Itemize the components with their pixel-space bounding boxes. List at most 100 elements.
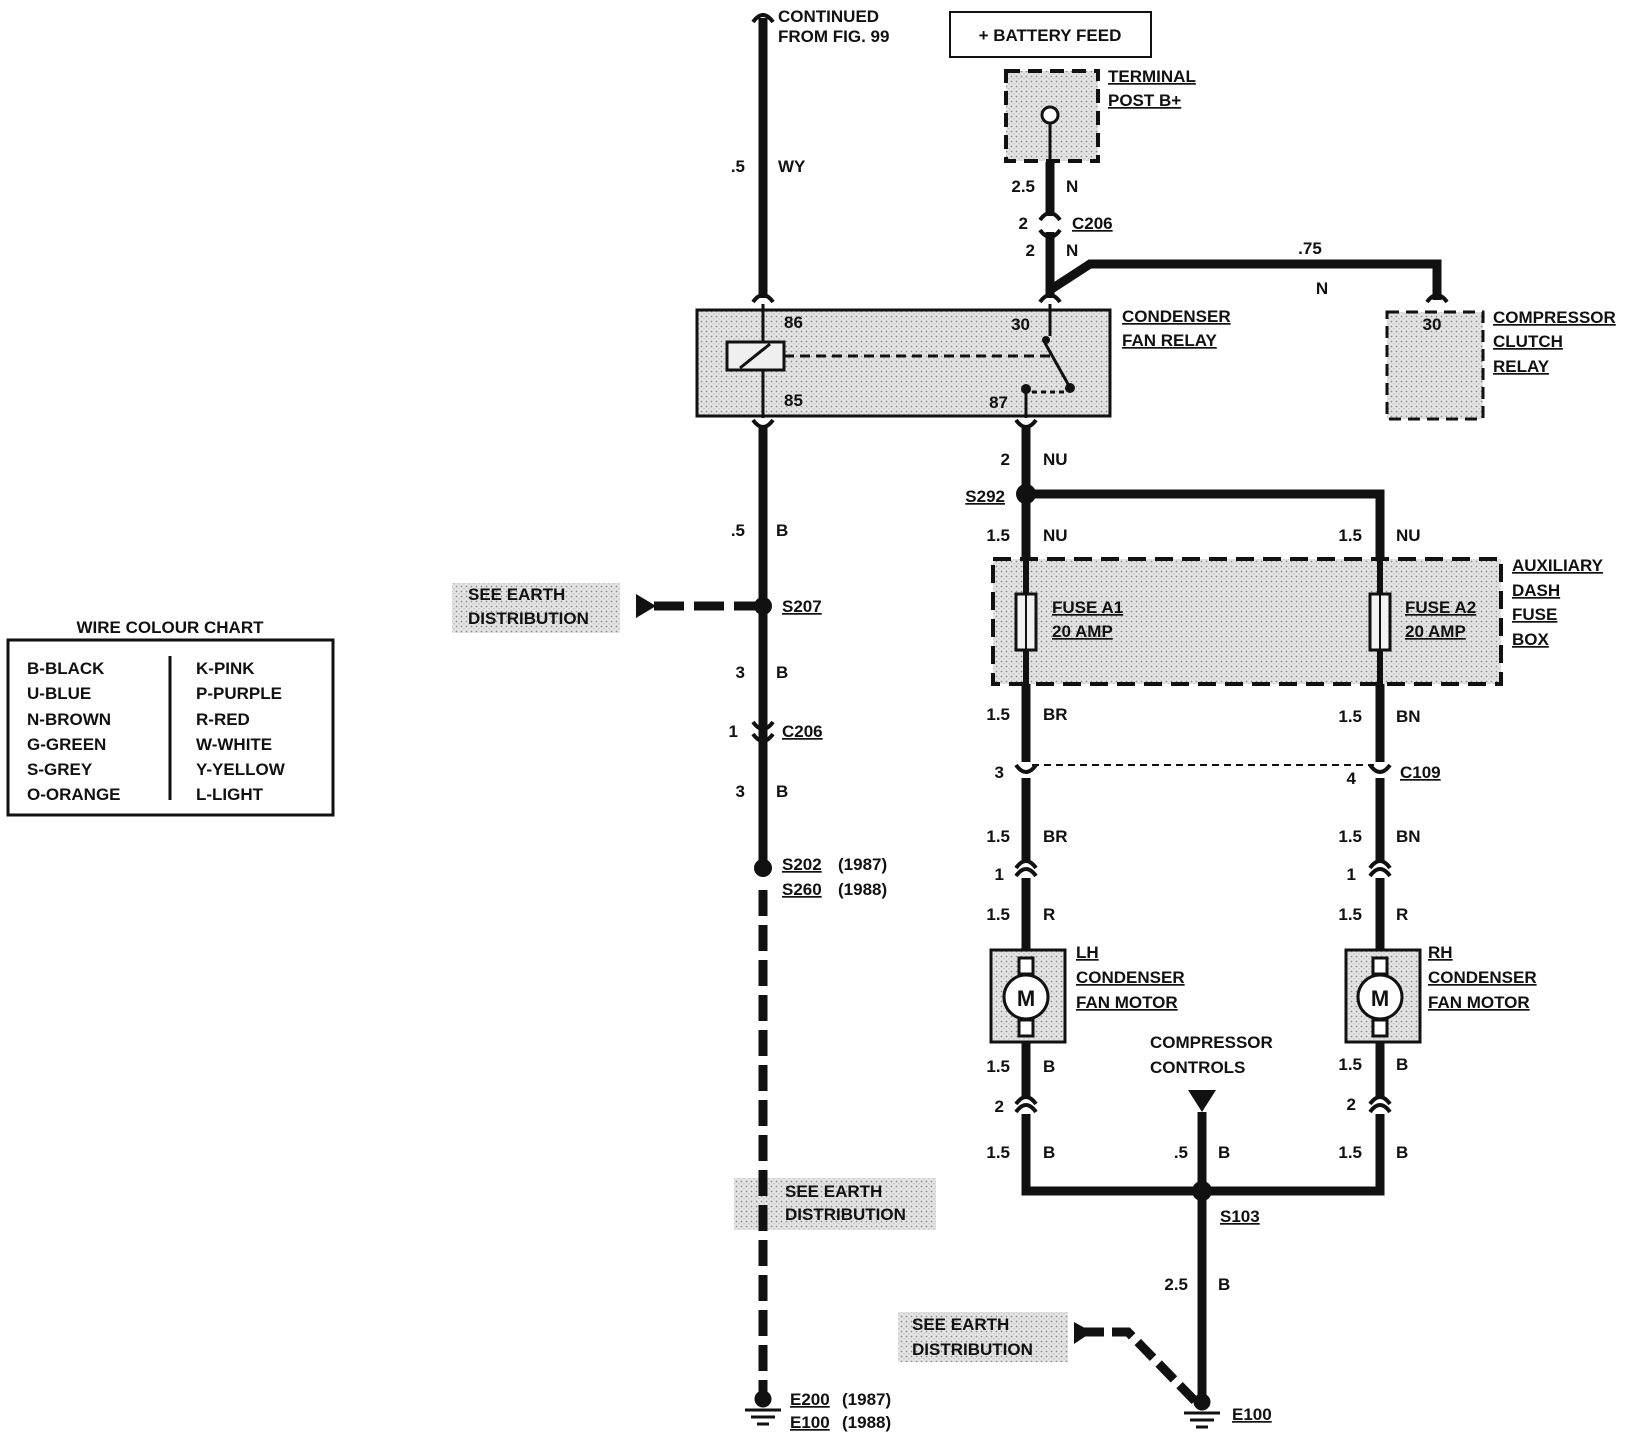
connector-85-bottom (751, 418, 775, 429)
earth-distribution-3-line-2: DISTRIBUTION (912, 1340, 1033, 1359)
continued-line-2: FROM FIG. 99 (778, 27, 889, 46)
rh-motor-line-1: RH (1428, 943, 1453, 962)
terminal-post-line-1: TERMINAL (1108, 67, 1196, 86)
colour-chart-left-4: S-GREY (27, 760, 93, 779)
condenser-fan-relay-line-2: FAN RELAY (1122, 331, 1217, 350)
wire-fuse-in-rh-color: NU (1396, 526, 1421, 545)
connector-c206-top-b (1038, 228, 1062, 239)
splice-s202 (754, 859, 772, 877)
wire-n-clutch (1047, 259, 1442, 300)
splice-dots (754, 484, 1212, 1201)
wire-gnd-rh-gauge: 1.5 (1338, 1143, 1362, 1162)
auxiliary-dash-fuse-box (991, 557, 1503, 686)
wire-motor-in-lh-color: R (1043, 905, 1055, 924)
wire-relay87-color: NU (1043, 450, 1068, 469)
wire-gnd-lh-color: B (1043, 1143, 1055, 1162)
rh-motor-line-2: CONDENSER (1428, 968, 1537, 987)
splice-s103 (1192, 1181, 1212, 1201)
colour-chart-right-4: Y-YELLOW (196, 760, 286, 779)
terminal-post-icon (1040, 105, 1060, 125)
colour-chart-left-3: G-GREEN (27, 735, 106, 754)
lh-motor-brush-bot (1017, 1018, 1035, 1038)
splice-s207-label: S207 (782, 597, 822, 616)
wire-top-color: WY (778, 157, 806, 176)
connector-motor-lh-top-b (1014, 867, 1038, 878)
connector-motor-rh-top-b (1368, 867, 1392, 878)
connector-motor-rh-bot-b (1368, 1103, 1392, 1114)
c206-top-label: C206 (1072, 214, 1113, 233)
earth-bg-3 (898, 1312, 1068, 1362)
wire-gnd-rh-color: B (1396, 1143, 1408, 1162)
wire-clutch-gauge: .75 (1298, 239, 1322, 258)
ground-e100-left-label: E100 (790, 1413, 830, 1432)
clutch-relay-line-3: RELAY (1493, 357, 1550, 376)
connector-motor-lh-bot-a (1014, 1095, 1038, 1106)
condenser-fan-relay-line-1: CONDENSER (1122, 307, 1231, 326)
splice-s260-label: S260 (782, 880, 822, 899)
wire-c206-below-color: B (776, 782, 788, 801)
splice-s292 (1016, 484, 1036, 504)
wire-left85-color: B (776, 521, 788, 540)
wire-colour-chart-title: WIRE COLOUR CHART (77, 618, 265, 637)
clutch-relay-line-1: COMPRESSOR (1493, 308, 1616, 327)
wire-c206-below-gauge: 3 (736, 782, 745, 801)
fuse-a1-rating: 20 AMP (1052, 622, 1113, 641)
wire-gnd-lh-gauge: 1.5 (986, 1143, 1010, 1162)
connector-motor-lh-top-a (1014, 859, 1038, 870)
labels: CONTINUED FROM FIG. 99 + BATTERY FEED TE… (27, 7, 1616, 1432)
motor-conn2-rh-pin: 2 (1347, 1095, 1356, 1114)
wire-fuse-out-rh-color: BN (1396, 707, 1421, 726)
connector-c109-rh (1368, 763, 1392, 774)
continued-line-1: CONTINUED (778, 7, 879, 26)
splice-s103-label: S103 (1220, 1207, 1260, 1226)
fuse-box-line-2: DASH (1512, 581, 1560, 600)
colour-chart-right-5: L-LIGHT (196, 785, 264, 804)
splice-s292-label: S292 (965, 487, 1005, 506)
colour-chart-left-1: U-BLUE (27, 684, 91, 703)
connector-86-top (751, 293, 775, 304)
wire-c109-below-lh-gauge: 1.5 (986, 827, 1010, 846)
wire-bat-color: N (1066, 177, 1078, 196)
earth-arrow-icon-2 (1074, 1322, 1092, 1344)
lh-motor-line-3: FAN MOTOR (1076, 993, 1178, 1012)
earth-distribution-2-line-2: DISTRIBUTION (785, 1205, 906, 1224)
relay-pin-87: 87 (989, 393, 1008, 412)
wire-n-color: N (1066, 241, 1078, 260)
connector-symbols (751, 13, 1449, 1114)
battery-feed-label: + BATTERY FEED (979, 26, 1122, 45)
motor-conn-lh-pin: 1 (995, 865, 1004, 884)
relay-contact-30-dot (1042, 336, 1050, 344)
ground-e200-label: E200 (790, 1390, 830, 1409)
splice-s202-year: (1987) (838, 855, 887, 874)
connector-motor-rh-top-a (1368, 859, 1392, 870)
rh-motor-symbol: M (1371, 986, 1389, 1011)
compressor-clutch-relay-box (1385, 310, 1485, 421)
fuse-box-line-1: AUXILIARY (1512, 556, 1604, 575)
colour-chart-right-0: K-PINK (196, 659, 255, 678)
rh-motor-brush-bot (1371, 1018, 1389, 1038)
relay-pin-30: 30 (1011, 315, 1030, 334)
wire-s207-below-gauge: 3 (736, 663, 745, 682)
lh-motor-symbol: M (1017, 986, 1035, 1011)
colour-chart-left-2: N-BROWN (27, 710, 111, 729)
relay-arm-end-dot (1065, 383, 1075, 393)
wire-comp-color: B (1218, 1143, 1230, 1162)
compressor-controls-line-2: CONTROLS (1150, 1058, 1245, 1077)
splice-s260-year: (1988) (838, 880, 887, 899)
ground-e200-dot (754, 1390, 772, 1408)
wire-left85-gauge: .5 (731, 521, 745, 540)
lh-motor-line-1: LH (1076, 943, 1099, 962)
relay-switch-arm (1043, 342, 1070, 385)
wire-motor-out-lh-gauge: 1.5 (986, 1057, 1010, 1076)
wire-fuse-out-lh-gauge: 1.5 (986, 705, 1010, 724)
c206-pin-bottom: 2 (1026, 241, 1035, 260)
ground-e100-bottom-label: E100 (1232, 1405, 1272, 1424)
wire-relay87-gauge: 2 (1001, 450, 1010, 469)
colour-chart-right-3: W-WHITE (196, 735, 272, 754)
compressor-controls-arrow-icon (1188, 1090, 1216, 1112)
wire-c109-below-rh-color: BN (1396, 827, 1421, 846)
motor-conn2-lh-pin: 2 (995, 1097, 1004, 1116)
wire-s207-below-color: B (776, 663, 788, 682)
relay-pin-85: 85 (784, 391, 803, 410)
